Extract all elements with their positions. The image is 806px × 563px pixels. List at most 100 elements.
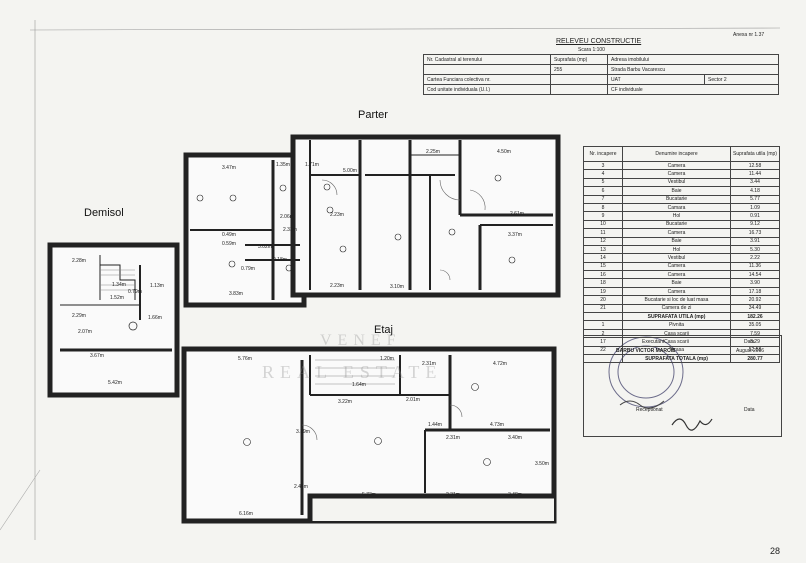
watermark-logo-line2: REAL ESTATE xyxy=(262,362,443,382)
signature xyxy=(671,418,713,431)
dim-label: 5.00m xyxy=(343,168,357,174)
dim-label: 2.31m xyxy=(422,361,436,367)
table-header: Suprafata utila (mp) xyxy=(730,146,780,162)
dim-label: 3.48m xyxy=(508,492,522,498)
dim-label: 1.52m xyxy=(110,295,124,301)
table-cell: 17.18 xyxy=(730,286,780,297)
table-cell: Baie xyxy=(622,186,731,196)
dim-label: 4.50m xyxy=(497,149,511,155)
dim-label: 0.18m xyxy=(273,257,287,263)
dim-label: 1.66m xyxy=(148,315,162,321)
sheet-scale: Scara 1:100 xyxy=(578,47,605,53)
table-cell: SUPRAFATA UTILA (mp) xyxy=(622,312,731,322)
table-cell: Camera xyxy=(622,160,731,171)
dim-label: 2.23m xyxy=(330,283,344,289)
dim-label: 1.20m xyxy=(380,356,394,362)
signature-block: Executant Data BARBU VICTOR MARCIS Augus… xyxy=(583,335,782,437)
annex-number: Anexa nr 1.37 xyxy=(733,32,765,38)
table-cell: 3.91 xyxy=(730,236,780,246)
table-row: SUPRAFATA TOTALA (mp)280.77 xyxy=(583,353,780,364)
dim-label: 3.02m xyxy=(258,244,272,250)
page-number: 28 xyxy=(770,546,781,556)
table-cell: 5.30 xyxy=(730,244,780,255)
table-cell: Camera xyxy=(622,261,731,272)
table-cell: Camera xyxy=(622,270,731,280)
dim-label: 6.16m xyxy=(239,511,253,517)
dim-label: 3.83m xyxy=(229,291,243,297)
table-cell: 1.09 xyxy=(730,202,780,213)
dim-label: 3.47m xyxy=(222,165,236,171)
table-cell: 7 xyxy=(583,194,623,204)
table-header: Nr. incapere xyxy=(583,146,623,162)
table-cell: 14 xyxy=(583,253,623,263)
demisol-plan xyxy=(47,242,180,398)
table-cell: 3 xyxy=(583,160,623,171)
table-cell: 5 xyxy=(583,177,623,188)
dim-label: 3.10m xyxy=(390,284,404,290)
room-area-table: Nr. incapere Denumire incapere Suprafata… xyxy=(583,146,780,364)
dim-label: 3.40m xyxy=(508,435,522,441)
dim-label: 1.44m xyxy=(428,422,442,428)
table-cell: 9 xyxy=(583,211,623,221)
table-cell: 4.18 xyxy=(730,186,780,196)
table-cell: Baie xyxy=(622,278,731,288)
dim-label: 3.37m xyxy=(508,232,522,238)
dim-label: 3.22m xyxy=(338,399,352,405)
table-cell: 182.26 xyxy=(730,312,780,322)
dim-label: 0.59m xyxy=(222,241,236,247)
table-cell: 34.49 xyxy=(730,303,780,314)
table-cell: 35.05 xyxy=(730,320,780,330)
executant-label: Executant xyxy=(642,339,665,345)
table-cell: 11.36 xyxy=(730,261,780,272)
table-cell: 16.73 xyxy=(730,228,780,238)
signature xyxy=(619,400,665,409)
table-cell: 15 xyxy=(583,261,623,272)
table-cell: 11 xyxy=(583,228,623,238)
dim-label: 2.28m xyxy=(72,258,86,264)
dim-label: 2.07m xyxy=(78,329,92,335)
dim-label: 3.50m xyxy=(535,461,549,467)
table-cell: Bucatarie si loc de luat masa xyxy=(622,295,731,305)
table-cell: Camera xyxy=(622,228,731,238)
dim-label: 1.64m xyxy=(352,382,366,388)
table-cell: 8 xyxy=(583,202,623,213)
table-cell: 12.58 xyxy=(730,160,780,171)
dim-label: 2.31m xyxy=(446,435,460,441)
dim-label: 5.42m xyxy=(108,380,122,386)
reception-label: Receptionat xyxy=(636,407,663,413)
demisol-label: Demisol xyxy=(84,207,124,219)
parter-label: Parter xyxy=(358,109,388,121)
dim-label: 2.31m xyxy=(446,492,460,498)
parter-plan xyxy=(183,134,561,308)
table-header: Denumire incapere xyxy=(622,146,731,162)
table-cell: 13 xyxy=(583,244,623,255)
table-cell: Camera xyxy=(622,286,731,297)
dim-label: 1.35m xyxy=(276,162,290,168)
dim-label: 5.73m xyxy=(362,492,376,498)
table-cell: Hol xyxy=(622,211,731,221)
table-cell: 4 xyxy=(583,169,623,179)
executant-date-label: Data xyxy=(744,339,755,345)
dim-label: 1.13m xyxy=(150,283,164,289)
table-cell: 19 xyxy=(583,286,623,297)
table-cell: 280.77 xyxy=(730,353,780,364)
table-cell xyxy=(583,312,623,322)
table-cell: Vestibul xyxy=(622,177,731,188)
table-cell: Baie xyxy=(622,236,731,246)
dim-label: 2.29m xyxy=(72,313,86,319)
